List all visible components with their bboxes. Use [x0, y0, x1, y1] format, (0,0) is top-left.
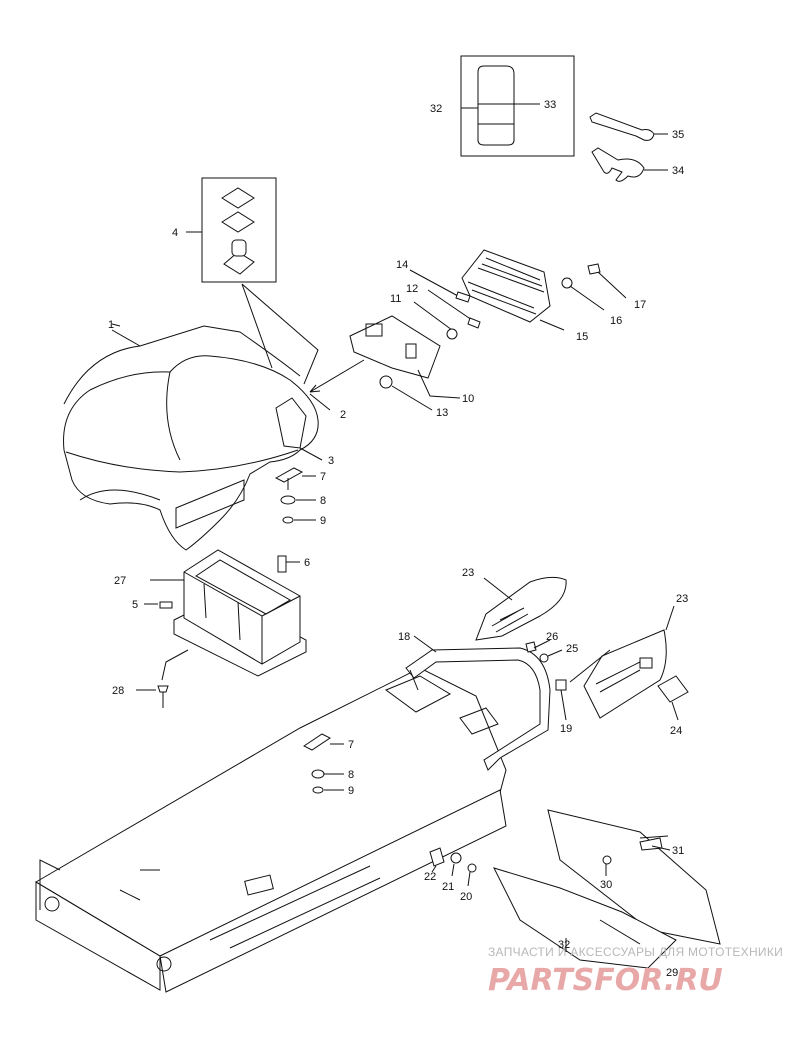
callout-9: 9	[348, 785, 354, 797]
callout-1: 1	[108, 319, 114, 331]
callout-34: 34	[672, 165, 684, 177]
callout-11: 11	[390, 293, 401, 305]
callout-16: 16	[610, 315, 622, 327]
hardware-19-25-26	[525, 639, 567, 721]
callout-22: 22	[424, 871, 436, 883]
tail-light-housing	[349, 315, 461, 399]
side-cover-upper	[475, 576, 567, 641]
kit-box-4	[186, 177, 319, 385]
callout-33: 33	[544, 99, 556, 111]
callout-24: 24	[670, 725, 682, 737]
callout-7: 7	[320, 471, 326, 483]
callout-9: 9	[320, 515, 326, 527]
callout-23: 23	[676, 593, 688, 605]
callout-20: 20	[460, 891, 472, 903]
seat-assembly	[63, 325, 331, 551]
callout-27: 27	[114, 575, 126, 587]
callout-28: 28	[112, 685, 124, 697]
callout-4: 4	[172, 227, 178, 239]
tail-light-lens	[461, 249, 565, 331]
callout-30: 30	[600, 879, 612, 891]
callout-12: 12	[406, 283, 418, 295]
wrench-35-icon	[589, 112, 668, 141]
snow-flap	[493, 809, 721, 969]
callout-10: 10	[462, 393, 474, 405]
callout-19: 19	[560, 723, 572, 735]
callout-13: 13	[436, 407, 448, 419]
hardware-upper-7-8-9	[274, 467, 316, 524]
callout-7: 7	[348, 739, 354, 751]
callout-32: 32	[430, 103, 442, 115]
assembly-arrow	[309, 359, 365, 393]
callout-5: 5	[132, 599, 138, 611]
callout-35: 35	[672, 129, 684, 141]
callout-26: 26	[546, 631, 558, 643]
leader-lines	[111, 323, 567, 952]
callout-25: 25	[566, 643, 578, 655]
watermark-brand: PARTSFOR.RU	[488, 963, 723, 998]
callout-3: 3	[328, 455, 334, 467]
hardware-20-21-22	[429, 847, 477, 887]
wrench-34-icon	[591, 147, 668, 182]
callout-8: 8	[348, 769, 354, 781]
callout-18: 18	[398, 631, 410, 643]
callout-15: 15	[576, 331, 588, 343]
callout-21: 21	[442, 881, 454, 893]
hardware-lower-7-8-9	[303, 733, 344, 794]
callout-32: 32	[558, 939, 570, 951]
callout-2: 2	[340, 409, 346, 421]
callout-6: 6	[304, 557, 310, 569]
callout-14: 14	[396, 259, 408, 271]
watermark-tagline: ЗАПЧАСТИ И АКСЕССУАРЫ ДЛЯ МОТОТЕХНИКИ	[488, 945, 783, 959]
callout-23: 23	[462, 567, 474, 579]
grab-bar	[405, 635, 551, 771]
callout-labels: 1 2 3 4 5 6 7 8 9 7 8 9 10 11 12 13 14 1…	[108, 99, 688, 979]
callout-29: 29	[666, 967, 678, 979]
side-cover-lower	[569, 605, 689, 721]
hardware-fasteners	[379, 263, 627, 411]
storage-box	[136, 549, 307, 708]
tunnel	[35, 667, 507, 993]
callout-17: 17	[634, 299, 646, 311]
kit-box-33	[460, 55, 575, 157]
callout-31: 31	[672, 845, 684, 857]
watermark: ЗАПЧАСТИ И АКСЕССУАРЫ ДЛЯ МОТОТЕХНИКИ PA…	[488, 945, 783, 998]
callout-8: 8	[320, 495, 326, 507]
